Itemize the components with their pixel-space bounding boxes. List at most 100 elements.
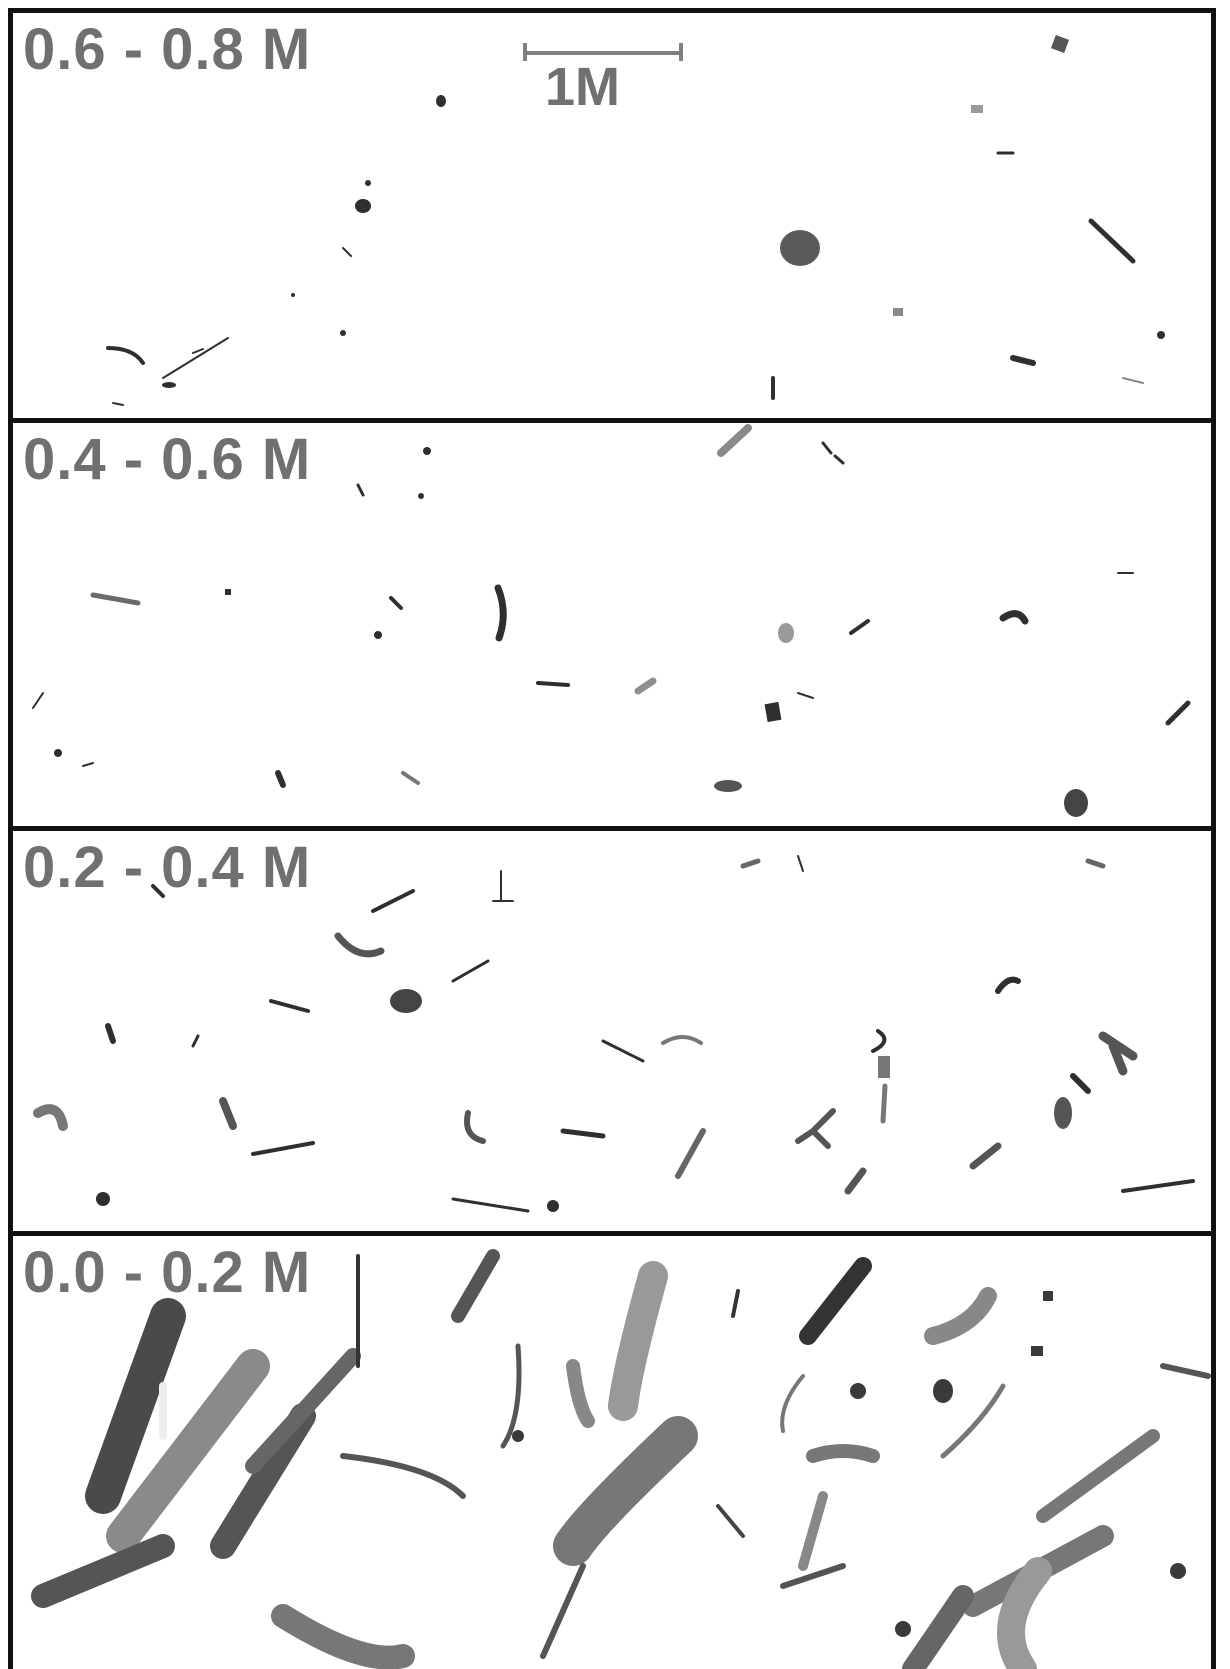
bone-fragment bbox=[716, 1504, 745, 1538]
bone-fragment bbox=[1170, 1563, 1186, 1579]
bone-fragment bbox=[33, 1104, 68, 1131]
bone-fragments bbox=[33, 855, 1195, 1213]
depth-label: 0.6 - 0.8 M bbox=[23, 17, 312, 82]
scale-bar-tick-right bbox=[679, 43, 683, 61]
bone-fragment bbox=[245, 1348, 361, 1474]
bone-fragment bbox=[997, 1557, 1052, 1669]
bone-fragment bbox=[999, 610, 1029, 625]
bone-fragment bbox=[844, 1167, 867, 1195]
bone-fragment bbox=[731, 1289, 740, 1318]
bone-fragment bbox=[269, 999, 310, 1013]
bone-fragment bbox=[105, 1023, 116, 1044]
bone-fragment bbox=[500, 1343, 522, 1449]
bone-fragment bbox=[492, 870, 514, 902]
bone-fragment bbox=[451, 1249, 500, 1323]
bone-fragment bbox=[878, 1056, 890, 1078]
bone-fragment bbox=[219, 1097, 237, 1130]
bone-fragment bbox=[902, 1585, 974, 1669]
bone-fragment bbox=[1160, 1363, 1211, 1379]
bone-fragment bbox=[451, 959, 490, 983]
bone-fragment bbox=[225, 589, 231, 595]
bone-fragment bbox=[192, 348, 204, 354]
bone-fragment bbox=[191, 1034, 200, 1048]
bone-fragment bbox=[1051, 35, 1069, 53]
bone-fragment bbox=[162, 337, 229, 379]
bone-fragment bbox=[106, 346, 145, 365]
bone-fragment bbox=[1122, 377, 1144, 384]
bone-fragments bbox=[32, 424, 1191, 817]
bone-fragment bbox=[1054, 1097, 1072, 1129]
bone-fragment bbox=[553, 1416, 698, 1566]
bone-fragment bbox=[1036, 1429, 1160, 1523]
depth-label: 0.0 - 0.2 M bbox=[23, 1240, 312, 1305]
bone-fragment bbox=[675, 1128, 706, 1179]
bone-fragment bbox=[634, 677, 657, 695]
bone-fragment bbox=[798, 1491, 828, 1571]
excavation-panel-4: 0.0 - 0.2 M bbox=[13, 1236, 1211, 1669]
scale-bar: 1M bbox=[523, 43, 683, 117]
bone-fragment bbox=[355, 199, 371, 213]
bone-fragment bbox=[871, 1029, 887, 1053]
bone-fragment bbox=[797, 855, 804, 872]
bone-fragment bbox=[340, 1453, 466, 1499]
bone-fragment bbox=[714, 780, 742, 792]
bone-fragment bbox=[90, 592, 141, 606]
scale-bar-tick-left bbox=[523, 43, 527, 61]
bone-fragment bbox=[799, 1257, 872, 1345]
excavation-panel-3: 0.2 - 0.4 M bbox=[13, 831, 1211, 1231]
bone-fragment bbox=[740, 858, 761, 869]
bone-fragment bbox=[151, 884, 165, 898]
bone-fragment bbox=[780, 1374, 805, 1433]
bone-fragment bbox=[1031, 1346, 1043, 1356]
bone-fragment bbox=[356, 483, 365, 497]
bone-fragment bbox=[271, 1604, 415, 1669]
bone-fragment bbox=[850, 1383, 866, 1399]
bone-fragment bbox=[106, 1349, 270, 1553]
bone-fragment bbox=[717, 424, 752, 457]
bone-fragment bbox=[547, 1200, 559, 1212]
bone-fragment bbox=[764, 701, 782, 723]
bone-fragment bbox=[880, 1083, 888, 1124]
bone-fragment bbox=[806, 1444, 880, 1463]
bone-fragment bbox=[451, 1197, 530, 1213]
bone-fragment bbox=[54, 749, 62, 757]
bone-fragment bbox=[342, 247, 352, 257]
excavation-panel-1: 0.6 - 0.8 M 1M bbox=[13, 13, 1211, 423]
bone-fragment bbox=[1121, 1179, 1195, 1193]
bone-fragment bbox=[797, 692, 814, 699]
bone-fragment bbox=[82, 762, 94, 767]
bone-fragment bbox=[536, 681, 570, 687]
bone-fragment bbox=[778, 623, 794, 643]
depth-label: 0.4 - 0.6 M bbox=[23, 427, 312, 492]
bone-fragment bbox=[780, 1563, 846, 1589]
bone-fragment bbox=[418, 493, 424, 499]
bone-fragments bbox=[106, 35, 1165, 406]
bone-fragment bbox=[401, 771, 420, 785]
bone-fragment bbox=[1165, 700, 1191, 726]
bone-fragment bbox=[1043, 1291, 1053, 1301]
bone-fragment bbox=[893, 308, 903, 316]
bone-fragment bbox=[85, 1298, 186, 1514]
bone-fragment bbox=[969, 1142, 1002, 1170]
bone-fragment bbox=[566, 1359, 595, 1428]
bone-fragment bbox=[512, 1430, 524, 1442]
bone-fragment bbox=[661, 1035, 703, 1045]
excavation-panel-2: 0.4 - 0.6 M bbox=[13, 423, 1211, 826]
bone-fragment bbox=[291, 293, 295, 297]
bone-fragment bbox=[374, 631, 382, 639]
bone-fragment bbox=[780, 230, 820, 266]
bone-fragment bbox=[389, 596, 403, 610]
bone-fragment bbox=[995, 976, 1021, 994]
bone-fragments bbox=[31, 1249, 1211, 1669]
bone-fragment bbox=[940, 1383, 1006, 1459]
bone-fragment bbox=[1010, 355, 1036, 366]
panel-divider bbox=[8, 1231, 1216, 1236]
bone-fragment bbox=[334, 932, 385, 958]
depth-label: 0.2 - 0.4 M bbox=[23, 835, 312, 900]
bone-fragment bbox=[275, 770, 286, 788]
bone-fragment bbox=[1157, 331, 1165, 339]
bone-fragment bbox=[162, 382, 176, 388]
bone-fragment bbox=[112, 402, 124, 406]
bone-fragment bbox=[210, 1403, 316, 1559]
bone-fragment bbox=[464, 1110, 486, 1144]
